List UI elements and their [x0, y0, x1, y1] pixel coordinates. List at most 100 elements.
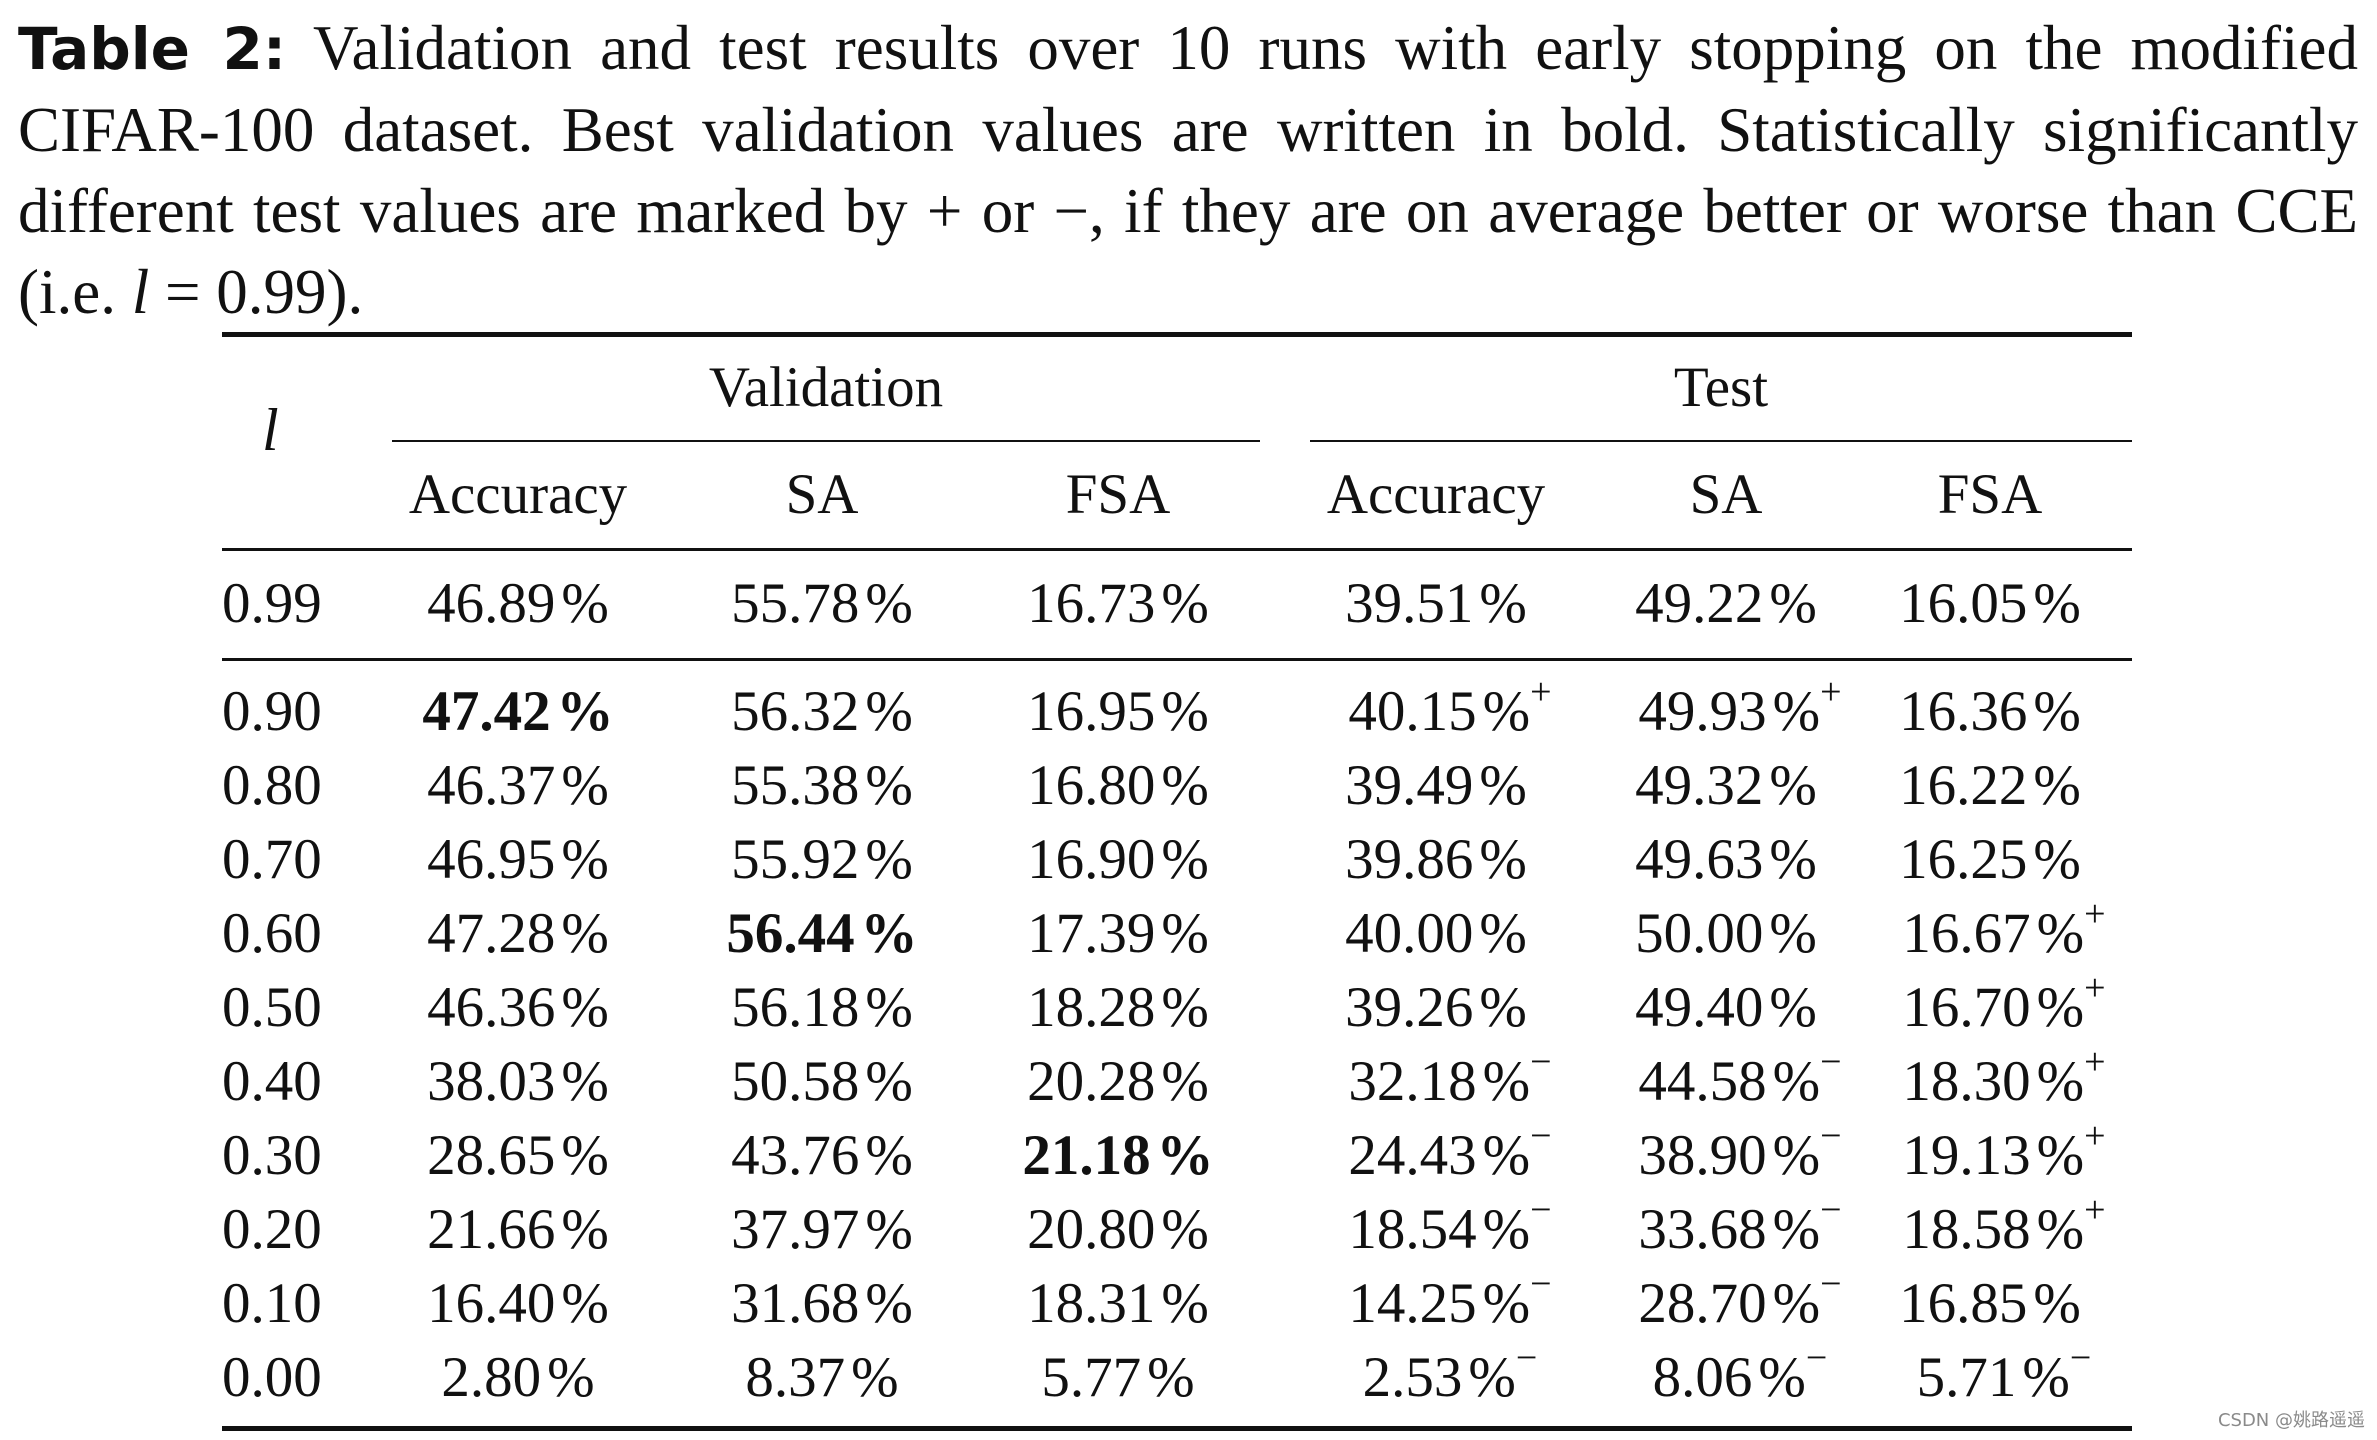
significance-marker: −	[1820, 1263, 1842, 1305]
cell-value: 39.86	[1345, 828, 1474, 891]
col-header-test-fsa: FSA	[1937, 463, 2043, 526]
percent-sign: %	[2036, 1124, 2085, 1187]
row-l-value: 0.10	[222, 1272, 322, 1335]
cell-value: 21.66	[427, 1198, 556, 1261]
table-cell: 37.97%	[731, 1198, 913, 1262]
percent-sign: %	[851, 1346, 899, 1409]
percent-sign: %	[2033, 572, 2081, 635]
significance-marker: +	[2084, 967, 2106, 1009]
cell-value: 18.31	[1027, 1272, 1156, 1335]
table-cell: 8.37%	[745, 1346, 898, 1410]
cell-value: 14.25	[1348, 1272, 1477, 1335]
cell-value: 56.18	[731, 976, 860, 1039]
significance-marker: −	[1530, 1041, 1552, 1083]
percent-sign: %	[1161, 1272, 1209, 1335]
percent-sign: %	[865, 1272, 913, 1335]
percent-sign: %	[561, 902, 609, 965]
cell-value: 20.28	[1027, 1050, 1156, 1113]
percent-sign: %	[1482, 1272, 1531, 1335]
caption-variable: l	[131, 257, 150, 327]
percent-sign: %	[865, 1198, 913, 1261]
significance-marker: +	[2084, 1041, 2106, 1083]
percent-sign: %	[1772, 1198, 1821, 1261]
percent-sign: %	[1769, 828, 1817, 891]
table-cell: 44.58%−	[1638, 1043, 1841, 1114]
significance-marker: +	[2084, 893, 2106, 935]
row-header-l: l	[262, 397, 279, 463]
cell-value: 55.38	[731, 754, 860, 817]
cell-value: 44.58	[1638, 1050, 1767, 1113]
table-cell: 40.00%	[1345, 902, 1527, 966]
table-cell: 32.18%−	[1348, 1043, 1551, 1114]
percent-sign: %	[2036, 902, 2085, 965]
row-l-value: 0.90	[222, 680, 322, 743]
significance-marker: +	[1820, 671, 1842, 713]
percent-sign: %	[1161, 680, 1209, 743]
cell-value: 16.25	[1899, 828, 2028, 891]
table-cell: 55.92%	[731, 828, 913, 892]
percent-sign: %	[865, 976, 913, 1039]
table-caption: Table 2: Validation and test results ove…	[18, 8, 2358, 333]
percent-sign: %	[561, 976, 609, 1039]
significance-marker: −	[1820, 1115, 1842, 1157]
cell-value: 43.76	[731, 1124, 860, 1187]
cell-value: 46.36	[427, 976, 556, 1039]
table-cell: 56.32%	[731, 680, 913, 744]
cell-value: 16.90	[1027, 828, 1156, 891]
cell-value: 16.40	[427, 1272, 556, 1335]
table-cell: 49.32%	[1635, 754, 1817, 818]
percent-sign: %	[2036, 1198, 2085, 1261]
table-cell: 21.18%	[1022, 1124, 1213, 1188]
cell-value: 16.36	[1899, 680, 2028, 743]
table-cell: 39.51%	[1345, 572, 1527, 636]
percent-sign: %	[1479, 828, 1527, 891]
table-cell: 24.43%−	[1348, 1117, 1551, 1188]
significance-marker: +	[1530, 671, 1552, 713]
percent-sign: %	[1772, 1050, 1821, 1113]
group-header-validation: Validation	[708, 356, 944, 419]
percent-sign: %	[1161, 902, 1209, 965]
baseline-separator-rule	[222, 658, 2132, 661]
cell-value: 16.95	[1027, 680, 1156, 743]
cell-value: 49.63	[1635, 828, 1764, 891]
table-cell: 47.28%	[427, 902, 609, 966]
percent-sign: %	[1479, 902, 1527, 965]
table-cell: 55.78%	[731, 572, 913, 636]
percent-sign: %	[1772, 1124, 1821, 1187]
cell-value: 32.18	[1348, 1050, 1477, 1113]
col-header-test-sa: SA	[1689, 463, 1763, 526]
table-cell: 5.77%	[1041, 1346, 1194, 1410]
table-cell: 46.37%	[427, 754, 609, 818]
percent-sign: %	[2033, 680, 2081, 743]
cell-value: 49.22	[1635, 572, 1764, 635]
table-cell: 20.80%	[1027, 1198, 1209, 1262]
table-cell: 16.40%	[427, 1272, 609, 1336]
percent-sign: %	[561, 1272, 609, 1335]
cell-value: 18.30	[1902, 1050, 2031, 1113]
cell-value: 28.70	[1638, 1272, 1767, 1335]
table-cell: 14.25%−	[1348, 1265, 1551, 1336]
cell-value: 55.78	[731, 572, 860, 635]
percent-sign: %	[1468, 1346, 1516, 1409]
cell-value: 24.43	[1348, 1124, 1477, 1187]
table-cell: 21.66%	[427, 1198, 609, 1262]
table-cell: 16.22%	[1899, 754, 2081, 818]
cell-value: 21.18	[1022, 1124, 1151, 1187]
table-cell: 16.90%	[1027, 828, 1209, 892]
significance-marker: +	[2084, 1115, 2106, 1157]
cell-value: 46.95	[427, 828, 556, 891]
cell-value: 8.37	[745, 1346, 846, 1409]
cell-value: 16.70	[1902, 976, 2031, 1039]
table-cell: 18.58%+	[1902, 1191, 2105, 1262]
percent-sign: %	[1482, 680, 1531, 743]
percent-sign: %	[1161, 976, 1209, 1039]
table-cell: 31.68%	[731, 1272, 913, 1336]
cell-value: 37.97	[731, 1198, 860, 1261]
cell-value: 47.28	[427, 902, 556, 965]
table-cell: 16.05%	[1899, 572, 2081, 636]
percent-sign: %	[865, 1124, 913, 1187]
percent-sign: %	[865, 680, 913, 743]
significance-marker: −	[1530, 1263, 1552, 1305]
table-cell: 16.73%	[1027, 572, 1209, 636]
cell-value: 18.54	[1348, 1198, 1477, 1261]
